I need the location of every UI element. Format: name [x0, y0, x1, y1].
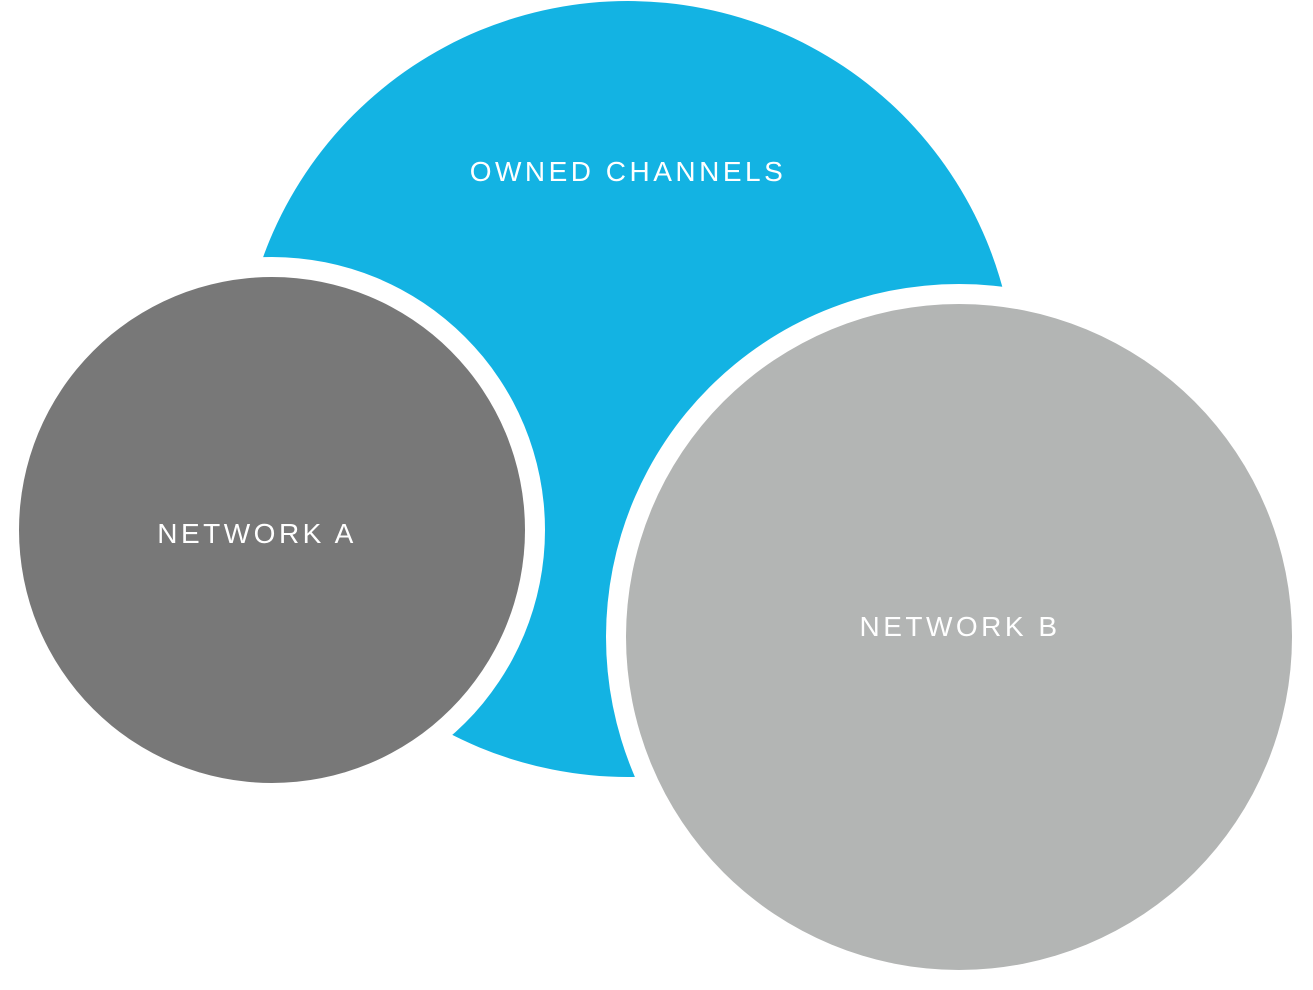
network-a-circle	[19, 277, 525, 783]
network-a-circle-group	[0, 257, 545, 803]
network-b-circle	[626, 304, 1292, 970]
network-b-circle-group	[606, 284, 1312, 990]
owned-channels-label: OWNED CHANNELS	[470, 156, 787, 187]
network-a-label: NETWORK A	[157, 518, 357, 549]
network-b-label: NETWORK B	[859, 611, 1060, 642]
